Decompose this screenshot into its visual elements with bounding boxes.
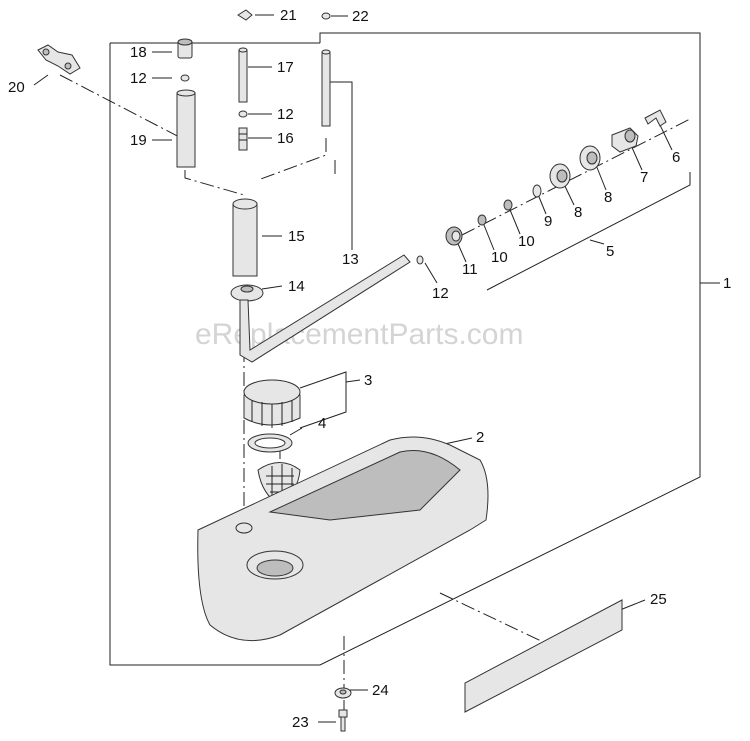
part-23-bolt xyxy=(338,709,348,732)
part-12-ring-middle xyxy=(238,110,248,118)
part-7-valve xyxy=(611,127,639,153)
callout-7: 7 xyxy=(640,169,648,186)
callout-6: 6 xyxy=(672,149,680,166)
part-21-clamp xyxy=(237,9,253,21)
part-10-ring-a xyxy=(477,214,487,226)
part-18-filter xyxy=(177,38,193,59)
part-20-clip xyxy=(37,44,81,75)
part-3-cap xyxy=(243,379,301,428)
callout-20: 20 xyxy=(8,79,25,96)
callout-4: 4 xyxy=(318,415,326,432)
part-6-clip xyxy=(644,109,667,127)
callout-2: 2 xyxy=(476,429,484,446)
leader-lines xyxy=(33,14,720,723)
part-22-ring xyxy=(321,12,331,20)
callout-15: 15 xyxy=(288,228,305,245)
callout-12-left: 12 xyxy=(130,70,147,87)
part-14-grommet xyxy=(230,284,264,302)
part-12-ring-left xyxy=(180,74,190,82)
callout-21: 21 xyxy=(280,7,297,24)
callout-25: 25 xyxy=(650,591,667,608)
callout-9: 9 xyxy=(544,213,552,230)
callout-23: 23 xyxy=(292,714,309,731)
callout-19: 19 xyxy=(130,132,147,149)
part-13-tube-top xyxy=(321,49,331,127)
callout-3: 3 xyxy=(364,372,372,389)
callout-24: 24 xyxy=(372,682,389,699)
part-19-tube xyxy=(176,89,196,168)
part-4-gasket xyxy=(247,433,293,453)
callout-5: 5 xyxy=(606,243,614,260)
callout-22: 22 xyxy=(352,8,369,25)
part-24-grommet xyxy=(334,687,352,699)
callout-labels: 1 2 3 4 5 6 7 8 8 9 10 10 11 12 12 12 13… xyxy=(8,7,731,731)
part-8-bushing-a xyxy=(549,163,571,189)
part-8-bushing-b xyxy=(579,145,601,171)
callout-14: 14 xyxy=(288,278,305,295)
part-13-hose xyxy=(239,254,411,363)
callout-17: 17 xyxy=(277,59,294,76)
part-16-joint xyxy=(238,127,248,151)
callout-16: 16 xyxy=(277,130,294,147)
callout-10a: 10 xyxy=(491,249,508,266)
part-2-fuel-tank xyxy=(197,436,489,642)
callout-18: 18 xyxy=(130,44,147,61)
callout-1: 1 xyxy=(723,275,731,292)
part-25-label xyxy=(464,599,623,713)
part-11-fitting xyxy=(445,226,463,246)
part-12-ring-right xyxy=(416,255,424,265)
callout-12-right: 12 xyxy=(432,285,449,302)
callout-8a: 8 xyxy=(574,204,582,221)
callout-10b: 10 xyxy=(518,233,535,250)
part-10-ring-b xyxy=(503,199,513,211)
callout-13: 13 xyxy=(342,251,359,268)
part-15-filter-tube xyxy=(232,198,258,277)
callout-8b: 8 xyxy=(604,189,612,206)
part-17-pipe xyxy=(238,47,248,103)
assembly-frame xyxy=(109,32,701,666)
part-9-ring xyxy=(532,184,542,198)
callout-11: 11 xyxy=(462,261,478,278)
callout-12-middle: 12 xyxy=(277,106,294,123)
